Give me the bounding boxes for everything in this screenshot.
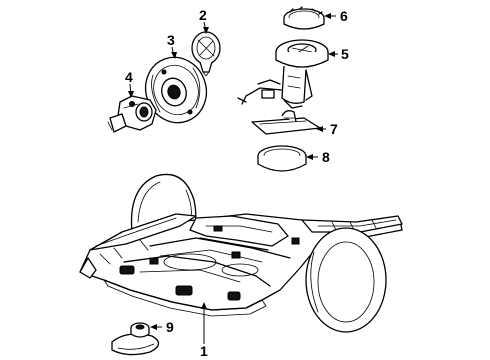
lock-ring-part[interactable] (283, 6, 325, 30)
seal-ring-part[interactable] (257, 145, 307, 172)
callout-4: 4 (125, 69, 133, 85)
filler-neck-part[interactable] (107, 95, 157, 133)
callout-7: 7 (330, 121, 338, 137)
drain-plug-part[interactable] (111, 322, 160, 356)
callout-labels: 1 2 3 4 5 6 7 8 9 (125, 7, 349, 359)
callout-2: 2 (199, 7, 207, 23)
leader-lines (128, 13, 338, 344)
callout-3: 3 (167, 32, 175, 48)
filler-housing-part[interactable] (137, 49, 216, 132)
frame-rear-floor-part[interactable] (79, 173, 403, 333)
callout-1: 1 (200, 343, 208, 359)
callout-5: 5 (341, 46, 349, 62)
strainer-part[interactable] (251, 110, 321, 135)
callout-6: 6 (340, 8, 348, 24)
callout-9: 9 (166, 319, 174, 335)
callout-8: 8 (322, 149, 330, 165)
fuel-pump-assembly-part[interactable] (237, 39, 329, 109)
